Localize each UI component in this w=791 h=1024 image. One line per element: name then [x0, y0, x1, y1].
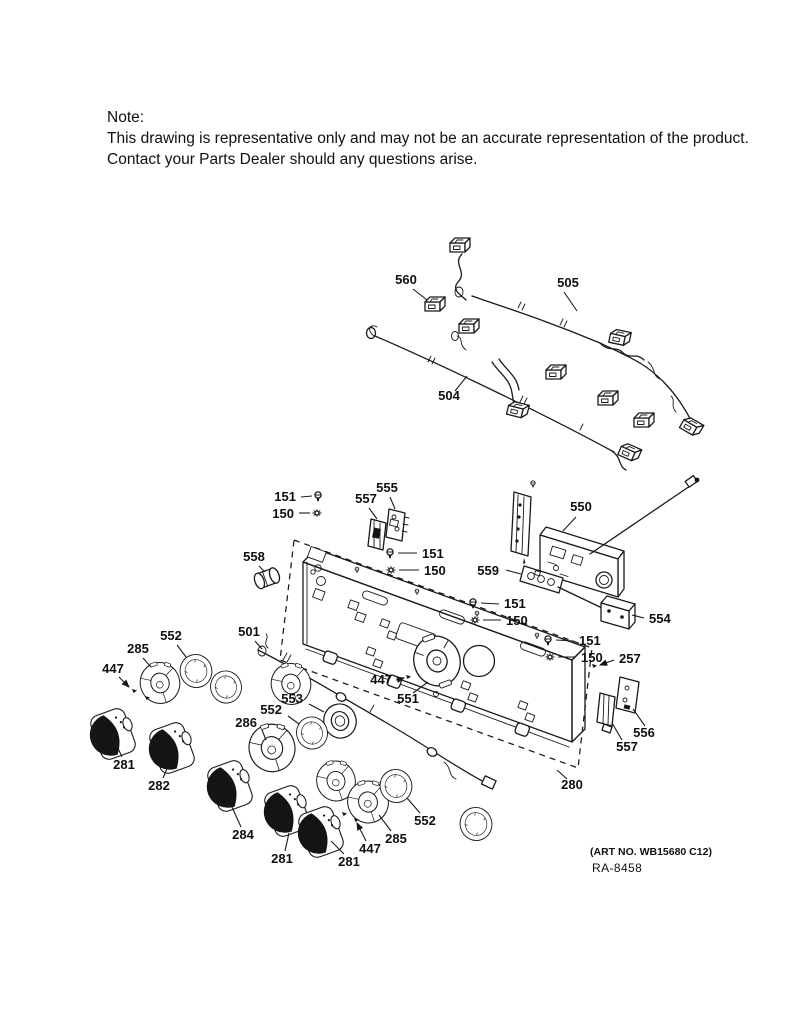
- nut-150-icon: [470, 615, 480, 625]
- note-title: Note:: [107, 109, 144, 126]
- connector-icon: [458, 318, 480, 334]
- callout-501: 501: [238, 624, 260, 639]
- nut-150-icon: [386, 565, 396, 575]
- display-board-559: [519, 565, 564, 594]
- callout-556: 556: [633, 725, 655, 740]
- panel-clips: [322, 650, 531, 737]
- knob-282: [141, 718, 201, 779]
- connector-icon: [633, 412, 655, 428]
- screw-151-icon: [386, 548, 394, 559]
- panel-cutouts: [310, 569, 546, 723]
- connector-icon: [597, 390, 619, 406]
- note-line2: Contact your Parts Dealer should any que…: [107, 151, 477, 168]
- flange-screw-icon: [474, 610, 480, 618]
- connector-icon: [608, 327, 632, 347]
- flange-screw-icon: [354, 566, 360, 574]
- screw-151-icon: [544, 635, 552, 646]
- wire-harness-504: [365, 296, 655, 471]
- nut-150-icon: [312, 508, 322, 518]
- switch-555: [385, 508, 410, 542]
- board-bracket-550: [510, 480, 536, 564]
- connector-icon: [505, 399, 530, 420]
- callout-550: 550: [570, 499, 592, 514]
- callout-557-1: 557: [355, 491, 377, 506]
- knob-281-1: [82, 704, 142, 765]
- callout-leaders: [111, 288, 646, 855]
- flange-screw-icon: [414, 588, 420, 596]
- connector-icon: [617, 441, 643, 464]
- callout-447-1: 447: [102, 661, 124, 676]
- callout-150-2: 150: [424, 563, 446, 578]
- callout-286: 286: [235, 715, 257, 730]
- connector-icon: [678, 414, 705, 439]
- wire-harness-505: [449, 237, 705, 439]
- doc-reference: RA-8458: [592, 861, 642, 875]
- connector-icon: [424, 296, 446, 312]
- callout-150-1: 150: [272, 506, 294, 521]
- assembly-outline-280: [279, 539, 593, 769]
- plate-556: [615, 676, 640, 714]
- screw-151-icon: [314, 491, 322, 502]
- callout-552-1: 552: [160, 628, 182, 643]
- callout-281-1: 281: [113, 757, 135, 772]
- screw-icon: [530, 480, 536, 488]
- callout-labels: 560 505 504 151 150 557 555 558 550 559 …: [102, 272, 671, 869]
- callout-282: 282: [148, 778, 170, 793]
- encoder-551: [413, 633, 461, 689]
- callout-557-2: 557: [616, 739, 638, 754]
- callout-284: 284: [232, 827, 254, 842]
- note-line1: This drawing is representative only and …: [107, 130, 749, 147]
- knob-284: [199, 756, 259, 817]
- callout-150-3: 150: [506, 613, 528, 628]
- callout-285-1: 285: [127, 641, 149, 656]
- callout-555: 555: [376, 480, 398, 495]
- footer-block: (ART NO. WB15680 C12) RA-8458: [590, 846, 712, 875]
- ring-285-1: [134, 656, 186, 710]
- callout-504: 504: [438, 388, 460, 403]
- callout-281-3: 281: [338, 854, 360, 869]
- callout-447-2: 447: [359, 841, 381, 856]
- flange-screw-icon: [534, 632, 540, 640]
- callout-558: 558: [243, 549, 265, 564]
- connector-icon: [449, 237, 471, 253]
- bracket-557-bottom: [596, 692, 616, 734]
- callout-551: 551: [397, 691, 419, 706]
- callout-552-3: 552: [414, 813, 436, 828]
- callout-559: 559: [477, 563, 499, 578]
- callout-285-2: 285: [385, 831, 407, 846]
- connector-icon: [545, 364, 567, 380]
- art-number: (ART NO. WB15680 C12): [590, 846, 712, 858]
- control-panel: [302, 546, 586, 748]
- callout-151-2: 151: [422, 546, 444, 561]
- callout-554: 554: [649, 611, 671, 626]
- ring-552-4: [455, 802, 497, 846]
- bracket-557-top: [367, 518, 387, 551]
- callout-552-2: 552: [260, 702, 282, 717]
- callout-505: 505: [557, 275, 579, 290]
- callout-151-4: 151: [579, 633, 601, 648]
- callout-151-3: 151: [504, 596, 526, 611]
- note-block: Note: This drawing is representative onl…: [107, 109, 749, 168]
- callout-447-3: 447: [370, 672, 392, 687]
- callout-257: 257: [619, 651, 641, 666]
- nut-150-icon: [545, 652, 555, 662]
- callout-281-2: 281: [271, 851, 293, 866]
- connector-554: [557, 586, 636, 630]
- control-board-550: [539, 475, 700, 598]
- callout-553: 553: [281, 691, 303, 706]
- callout-280: 280: [561, 777, 583, 792]
- callout-151-1: 151: [274, 489, 296, 504]
- callout-560: 560: [395, 272, 417, 287]
- lens-558: [253, 567, 281, 590]
- callout-150-4: 150: [581, 650, 603, 665]
